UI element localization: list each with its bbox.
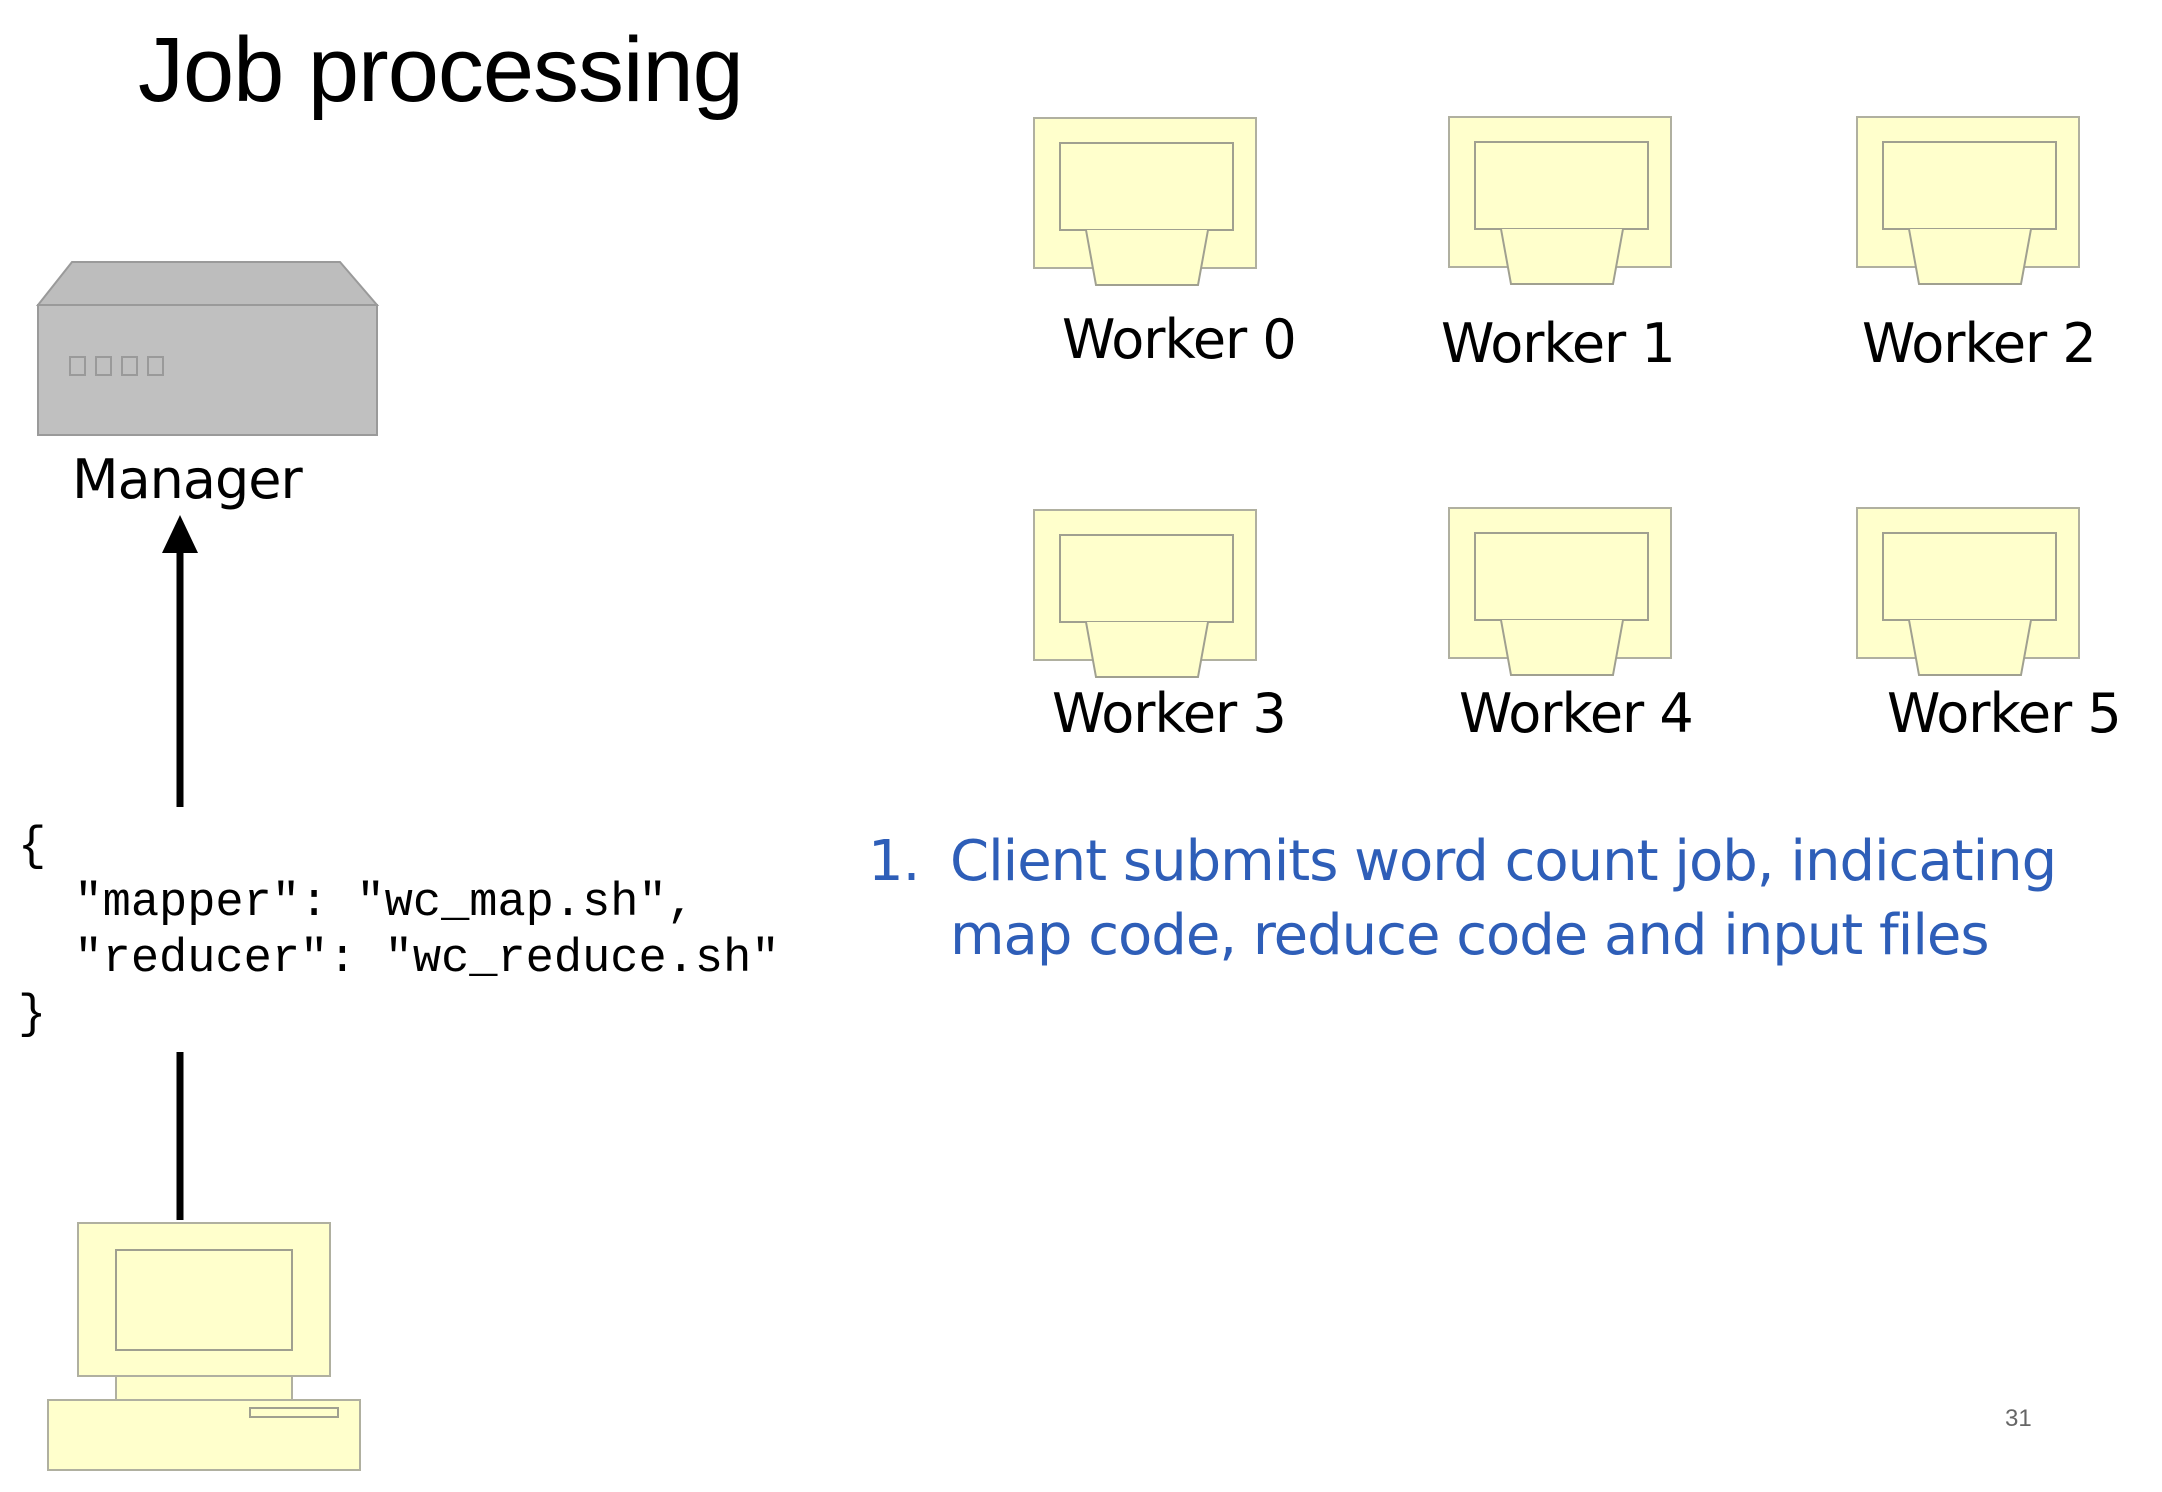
slide-title: Job processing — [138, 19, 744, 121]
worker-0-icon — [1033, 117, 1257, 286]
manager-server-icon — [35, 261, 380, 436]
worker-5-icon — [1856, 507, 2080, 676]
worker-0-label: Worker 0 — [1062, 308, 1297, 371]
page-number: 31 — [2005, 1405, 2032, 1432]
worker-5-label: Worker 5 — [1887, 682, 2122, 745]
manager-label: Manager — [72, 448, 303, 511]
step-item: 1. Client submits word count job, indica… — [868, 825, 2128, 973]
worker-1-label: Worker 1 — [1441, 312, 1676, 375]
job-spec-json: { "mapper": "wc_map.sh", "reducer": "wc_… — [18, 821, 780, 1042]
worker-3-label: Worker 3 — [1052, 682, 1287, 745]
worker-1-icon — [1448, 116, 1672, 285]
submit-arrow — [162, 515, 198, 807]
worker-3-icon — [1033, 509, 1257, 678]
client-computer-icon — [47, 1222, 361, 1471]
step-text: Client submits word count job, indicatin… — [950, 829, 2057, 968]
step-number: 1. — [868, 829, 920, 894]
worker-2-label: Worker 2 — [1862, 312, 2097, 375]
worker-4-icon — [1448, 507, 1672, 676]
worker-4-label: Worker 4 — [1459, 682, 1694, 745]
worker-2-icon — [1856, 116, 2080, 285]
